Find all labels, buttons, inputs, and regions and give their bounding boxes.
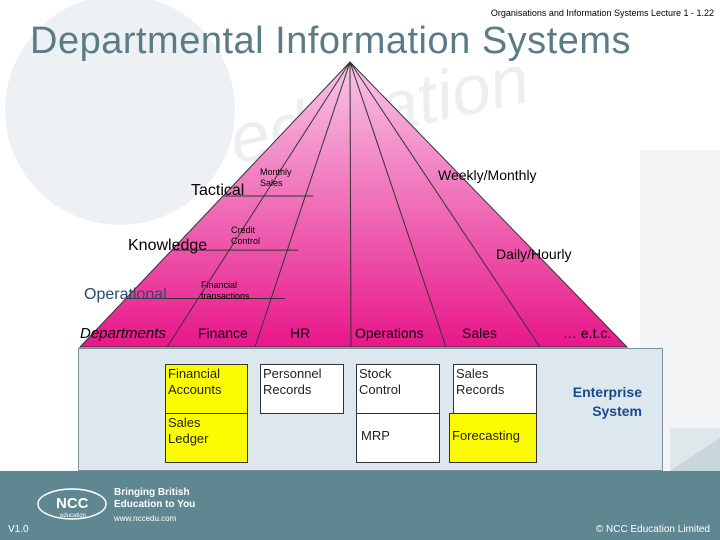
logo-text: NCC (56, 495, 89, 512)
header-caption: Organisations and Information Systems Le… (490, 8, 714, 18)
pyramid-radial-line (254, 61, 351, 348)
system-sales-ledger: Sales Ledger (165, 413, 248, 463)
footer-bar (0, 471, 720, 540)
sales-records-line1: Sales (456, 366, 489, 381)
tagline-line2: Education to You (114, 499, 196, 510)
enterprise-system-label: Enterprise System (572, 384, 642, 419)
daily-hourly-label: Daily/Hourly (496, 246, 572, 262)
financial-accounts-line1: Financial (168, 366, 221, 381)
departments-heading: Departments (80, 325, 166, 342)
system-forecasting: Forecasting (449, 413, 537, 463)
system-mrp: MRP (356, 413, 440, 463)
tagline-line1: Bringing British (114, 487, 190, 498)
system-sales-records: Sales Records (453, 364, 537, 414)
version-label: V1.0 (8, 524, 29, 535)
monthly-sales-line1: Monthly (260, 167, 292, 177)
financial-transactions-label: Financial transactions (201, 280, 250, 302)
credit-control-label: Credit Control (231, 225, 260, 247)
personnel-records-line2: Records (263, 382, 312, 397)
personnel-records-line1: Personnel (263, 366, 322, 381)
financial-transactions-line2: transactions (201, 291, 250, 301)
financial-accounts-line2: Accounts (168, 382, 222, 397)
monthly-sales-label: Monthly Sales (260, 167, 292, 189)
mrp-label: MRP (361, 428, 390, 443)
pyramid-division-lines (125, 61, 541, 348)
weekly-monthly-label: Weekly/Monthly (438, 167, 537, 183)
credit-control-line2: Control (231, 236, 261, 246)
sales-ledger-line1: Sales (168, 415, 201, 430)
level-knowledge-label: Knowledge (128, 237, 208, 254)
pyramid-radial-line (349, 61, 541, 348)
dept-sales: Sales (462, 325, 498, 341)
level-tactical-label: Tactical (191, 182, 245, 199)
pyramid-radial-line (349, 61, 447, 348)
stock-control-line1: Stock (359, 366, 392, 381)
corner-decoration (670, 428, 720, 471)
system-personnel-records: Personnel Records (260, 364, 344, 414)
sales-ledger-line2: Ledger (168, 431, 209, 446)
pyramid-radial-line (166, 61, 351, 348)
dept-operations: Operations (355, 325, 424, 341)
footer-tagline: Bringing British Education to You (114, 487, 195, 511)
level-operational-label: Operational (84, 286, 167, 303)
dept-hr: HR (290, 325, 311, 341)
pyramid-body (78, 61, 629, 348)
monthly-sales-line2: Sales (260, 178, 283, 188)
system-stock-control: Stock Control (356, 364, 440, 414)
pyramid-radial-line (349, 61, 352, 348)
footer-url: www.nccedu.com (114, 514, 177, 523)
system-financial-accounts: Financial Accounts (165, 364, 248, 414)
dept-finance: Finance (198, 325, 248, 341)
dept-etc: … e.t.c. (563, 325, 612, 341)
stock-control-line2: Control (359, 382, 401, 397)
copyright-label: © NCC Education Limited (595, 524, 710, 535)
financial-transactions-line1: Financial (201, 280, 238, 290)
forecasting-label: Forecasting (452, 428, 520, 443)
logo-subtext: education (60, 513, 86, 519)
credit-control-line1: Credit (231, 225, 256, 235)
ncc-logo: NCC education (37, 488, 107, 520)
page-title: Departmental Information Systems (30, 20, 632, 62)
sales-records-line2: Records (456, 382, 505, 397)
